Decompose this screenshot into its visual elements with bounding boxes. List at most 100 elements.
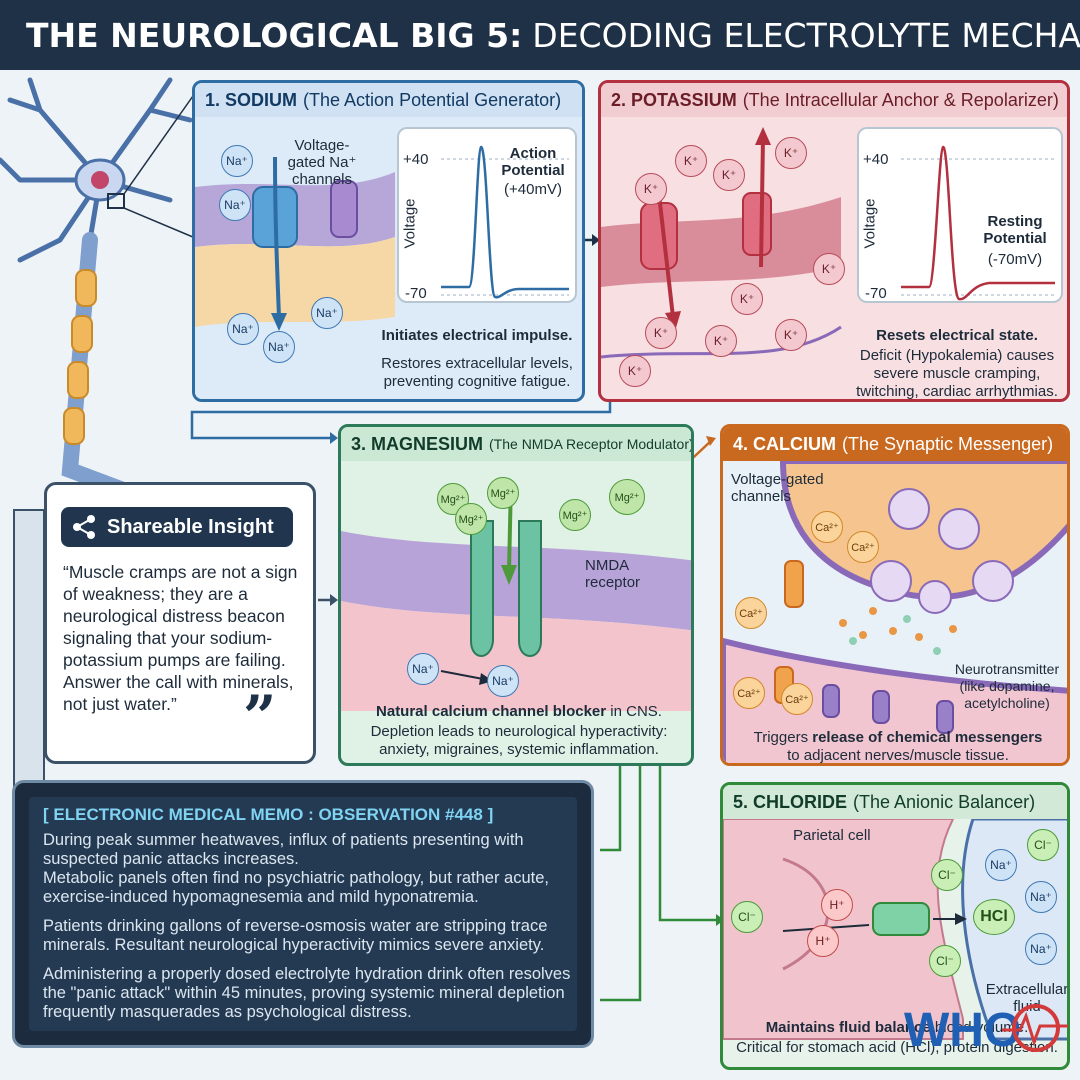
insight-quote: “Muscle cramps are not a sign of weaknes… xyxy=(63,562,298,714)
zoom-box xyxy=(107,193,125,209)
potassium-ion: K⁺ xyxy=(675,145,707,177)
potassium-subtitle: (The Intracellular Anchor & Repolarizer) xyxy=(742,89,1059,110)
potassium-caption-bold: Resets electrical state. xyxy=(876,327,1038,344)
hcl-molecule: HCl xyxy=(973,899,1015,935)
nmda-receptor xyxy=(470,520,494,657)
memo-paragraph-4: Administering a properly dosed electroly… xyxy=(43,965,571,1021)
shareable-insight-badge[interactable]: Shareable Insight xyxy=(61,507,293,547)
potassium-graph-low: -70 xyxy=(865,285,887,302)
potassium-voltage-graph: +40 -70 Voltage Resting Potential (-70mV… xyxy=(857,127,1063,303)
magnesium-na-ion: Na⁺ xyxy=(407,653,439,685)
calcium-caption-line: Triggers release of chemical messengers xyxy=(729,729,1067,747)
neuron-nucleus xyxy=(91,171,109,189)
sodium-graph-annotation: (+40mV) xyxy=(504,181,562,198)
chloride-channel xyxy=(872,902,930,936)
chloride-na-ion: Na⁺ xyxy=(1025,881,1057,913)
sodium-panel: 1. SODIUM (The Action Potential Generato… xyxy=(192,80,585,402)
potassium-graph-high: +40 xyxy=(863,151,889,168)
memo-heading: [ ELECTRONIC MEDICAL MEMO : OBSERVATION … xyxy=(43,805,494,824)
calcium-header: 4. CALCIUM (The Synaptic Messenger) xyxy=(723,427,1067,461)
chloride-number: 5. CHLORIDE xyxy=(733,791,848,812)
potassium-ion: K⁺ xyxy=(731,283,763,315)
sodium-ion: Na⁺ xyxy=(221,145,253,177)
nmda-receptor-label: NMDA receptor xyxy=(585,557,641,591)
magnesium-caption: Depletion leads to neurological hyperact… xyxy=(370,723,668,758)
parietal-cell-label: Parietal cell xyxy=(793,827,871,844)
magnesium-caption-tail: in CNS. xyxy=(610,703,662,720)
chloride-ion: Cl⁻ xyxy=(931,859,963,891)
potassium-membrane xyxy=(601,127,842,359)
magnesium-caption-line: Natural calcium channel blocker in CNS. xyxy=(349,703,689,721)
calcium-ion: Ca²⁺ xyxy=(811,511,843,543)
magnesium-caption-bold: Natural calcium channel blocker xyxy=(376,703,607,720)
memo-paragraph-3: Patients drinking gallons of reverse-osm… xyxy=(43,917,548,954)
calcium-ion: Ca²⁺ xyxy=(847,531,879,563)
potassium-channel-2 xyxy=(742,192,772,256)
potassium-panel: 2. POTASSIUM (The Intracellular Anchor &… xyxy=(598,80,1070,402)
memo-screen: [ ELECTRONIC MEDICAL MEMO : OBSERVATION … xyxy=(29,797,577,1031)
calcium-panel: 4. CALCIUM (The Synaptic Messenger) Volt… xyxy=(720,424,1070,766)
title-bold: THE NEUROLOGICAL BIG 5: xyxy=(26,15,523,55)
title-rest: DECODING ELECTROLYTE MECHANISMS xyxy=(532,15,1080,55)
chloride-ion: Cl⁻ xyxy=(1027,829,1059,861)
potassium-ion: K⁺ xyxy=(705,325,737,357)
sodium-graph-annotation-bold: Action Potential xyxy=(501,145,565,179)
calcium-ion: Ca²⁺ xyxy=(733,677,765,709)
magnesium-ion: Mg²⁺ xyxy=(455,503,487,535)
calcium-caption-bold: release of chemical messengers xyxy=(812,729,1043,746)
sodium-graph-low: -70 xyxy=(405,285,427,302)
potassium-ion: K⁺ xyxy=(775,137,807,169)
calcium-synapse xyxy=(723,461,1067,763)
potassium-ion: K⁺ xyxy=(645,317,677,349)
calcium-caption-pre: Triggers xyxy=(753,729,809,746)
sodium-header: 1. SODIUM (The Action Potential Generato… xyxy=(195,83,582,117)
chloride-caption-line: Maintains fluid balance blood volume. xyxy=(727,1019,1067,1037)
magnesium-number: 3. MAGNESIUM xyxy=(351,433,484,454)
chloride-ion: Cl⁻ xyxy=(929,945,961,977)
magnesium-ion: Mg²⁺ xyxy=(487,477,519,509)
share-icon xyxy=(73,515,95,539)
potassium-channel xyxy=(640,202,678,270)
potassium-graph-annotation: (-70mV) xyxy=(987,251,1043,268)
background-diagram xyxy=(0,77,724,1002)
action-potential-curve xyxy=(441,145,569,299)
calcium-caption: to adjacent nerves/muscle tissue. xyxy=(787,747,1009,764)
potassium-ion: K⁺ xyxy=(775,319,807,351)
magnesium-panel: 3. MAGNESIUM (The NMDA Receptor Modulato… xyxy=(338,424,694,766)
shareable-insight-label: Shareable Insight xyxy=(107,515,274,538)
sodium-graph-ylabel: Voltage xyxy=(401,198,419,249)
hydrogen-ion: H⁺ xyxy=(821,889,853,921)
sodium-ion: Na⁺ xyxy=(219,189,251,221)
sodium-ion: Na⁺ xyxy=(311,297,343,329)
chloride-panel: 5. CHLORIDE (The Anionic Balancer) Parie… xyxy=(720,782,1070,1070)
chloride-caption-tail: blood volume. xyxy=(934,1019,1029,1036)
sodium-ion: Na⁺ xyxy=(227,313,259,345)
hydrogen-ion: H⁺ xyxy=(807,925,839,957)
potassium-ion: K⁺ xyxy=(713,159,745,191)
sodium-caption-bold: Initiates electrical impulse. xyxy=(381,327,573,344)
chloride-caption: Critical for stomach acid (HCl), protein… xyxy=(736,1039,1058,1056)
who-logo: WHO xyxy=(902,996,1072,1068)
sodium-voltage-graph: +40 -70 Voltage Action Potential (+40mV) xyxy=(397,127,577,303)
calcium-number: 4. CALCIUM xyxy=(733,433,836,454)
chloride-cell xyxy=(723,819,1067,1041)
sodium-subtitle: (The Action Potential Generator) xyxy=(303,89,562,110)
heartbeat-icon: WHO xyxy=(904,1004,1068,1057)
medical-memo: [ ELECTRONIC MEDICAL MEMO : OBSERVATION … xyxy=(12,780,594,1048)
resting-potential-curve xyxy=(901,145,1055,301)
magnesium-ion: Mg²⁺ xyxy=(559,499,591,531)
chloride-subtitle: (The Anionic Balancer) xyxy=(853,791,1036,812)
shareable-insight-card: Shareable Insight “Muscle cramps are not… xyxy=(44,482,316,764)
magnesium-header: 3. MAGNESIUM (The NMDA Receptor Modulato… xyxy=(341,427,691,461)
memo-paragraph-2: Metabolic panels often find no psychiatr… xyxy=(43,869,549,906)
potassium-graph-plot xyxy=(901,145,1055,301)
chloride-header: 5. CHLORIDE (The Anionic Balancer) xyxy=(723,785,1067,819)
potassium-ion: K⁺ xyxy=(619,355,651,387)
chloride-na-ion: Na⁺ xyxy=(1025,933,1057,965)
neurotransmitter-label: Neurotransmitter (like dopamine, acetylc… xyxy=(954,661,1060,711)
calcium-ion: Ca²⁺ xyxy=(781,683,813,715)
potassium-header: 2. POTASSIUM (The Intracellular Anchor &… xyxy=(601,83,1067,117)
calcium-subtitle: (The Synaptic Messenger) xyxy=(842,433,1054,454)
sodium-caption: Restores extracellular levels, preventin… xyxy=(381,355,573,390)
sodium-channel-label: Voltage-gated Na⁺ channels xyxy=(287,137,357,188)
